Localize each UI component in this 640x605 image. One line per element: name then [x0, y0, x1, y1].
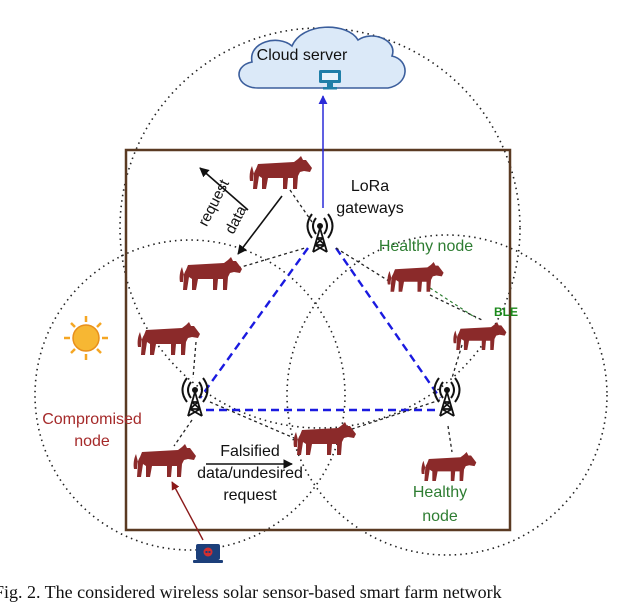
data-arrow: [237, 195, 283, 255]
cow-icon: [249, 156, 312, 189]
cow-icon: [137, 322, 200, 355]
compromised-node-label-line1: Compromised: [42, 411, 142, 428]
cow-icon: [387, 262, 444, 292]
node-links: [173, 189, 483, 453]
healthy-node-label-bottom-line2: node: [422, 508, 458, 525]
cloud-server-label: Cloud server: [257, 47, 348, 64]
figure-caption: Fig. 2. The considered wireless solar se…: [0, 584, 640, 605]
coverage-circle-top: [119, 27, 521, 429]
gateway-mesh-links: [199, 247, 441, 412]
farm-network-diagram: Cloud server request data: [34, 26, 608, 563]
coverage-circle-right: [286, 234, 608, 556]
attacker-arrow: [171, 481, 204, 541]
compromised-node-label-line2: node: [74, 433, 110, 450]
healthy-node-label-top: Healthy node: [379, 238, 473, 255]
cow-icon: [133, 444, 196, 477]
healthy-node-label-bottom-line1: Healthy: [413, 484, 467, 501]
hacker-laptop-icon: [193, 544, 223, 563]
figure-caption-text: Fig. 2. The considered wireless solar se…: [0, 584, 502, 602]
lora-label-line1: LoRa: [351, 178, 389, 195]
cloud-icon: [238, 26, 406, 89]
sun-icon: [64, 316, 108, 360]
monitor-icon: [319, 70, 341, 90]
antenna-icon-top: [306, 213, 334, 253]
coverage-circle-left: [34, 239, 346, 551]
lora-label-line2: gateways: [336, 200, 404, 217]
cow-icon: [421, 452, 477, 482]
antenna-icon-left: [181, 377, 209, 417]
request-arrow: [199, 167, 249, 211]
farm-field-border: [124, 148, 512, 532]
falsified-label-line2: data/undesired: [197, 465, 303, 482]
ble-label: BLE: [494, 305, 518, 319]
falsified-label-line1: Falsified: [220, 443, 280, 460]
cow-icon: [179, 257, 242, 290]
antenna-icon-right: [433, 377, 461, 417]
falsified-label-line3: request: [223, 487, 277, 504]
